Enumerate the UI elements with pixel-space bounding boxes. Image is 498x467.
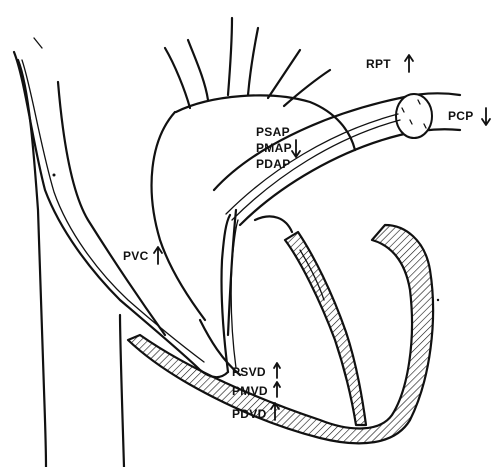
myocardium-wall — [128, 225, 433, 443]
arrow-down-pcp — [482, 108, 490, 125]
catheter-vena-cava-inner — [22, 60, 204, 362]
label-pvc: PVC — [123, 249, 149, 263]
arrow-down-pmap — [292, 140, 300, 157]
aortic-branch-left-2 — [188, 40, 208, 100]
label-pdvd: PDVD — [232, 407, 267, 421]
septum-wall — [285, 232, 366, 425]
arrow-up-rpt — [405, 55, 413, 72]
pulmonary-artery-lumen — [396, 94, 432, 138]
small-tick — [34, 38, 42, 48]
label-pmap: PMAP — [256, 141, 292, 155]
catheter-rv-up — [221, 215, 230, 372]
arrow-up-pvc — [154, 247, 162, 264]
label-pmvd: PMVD — [232, 384, 268, 398]
label-psap: PSAP — [256, 125, 290, 139]
aortic-branch-left — [165, 48, 190, 108]
speck-dot — [53, 174, 56, 177]
vena-cava-outline — [18, 60, 46, 467]
label-psvd: PSVD — [232, 365, 266, 379]
atrial-outline — [255, 216, 292, 232]
vena-cava-inner-outline — [58, 82, 165, 335]
aortic-branch-right — [268, 50, 300, 98]
arrow-up-psvd — [274, 363, 280, 378]
speck-dot-2 — [437, 299, 439, 301]
aortic-branch-mid-2 — [248, 28, 258, 95]
label-rpt: RPT — [366, 57, 391, 71]
aortic-branch-mid — [228, 18, 232, 95]
arrow-up-pmvd — [274, 382, 280, 397]
label-pdap: PDAP — [256, 157, 291, 171]
aorta-left-wall — [152, 112, 205, 320]
right-atrium-outline — [120, 315, 124, 467]
label-pcp: PCP — [448, 109, 474, 123]
